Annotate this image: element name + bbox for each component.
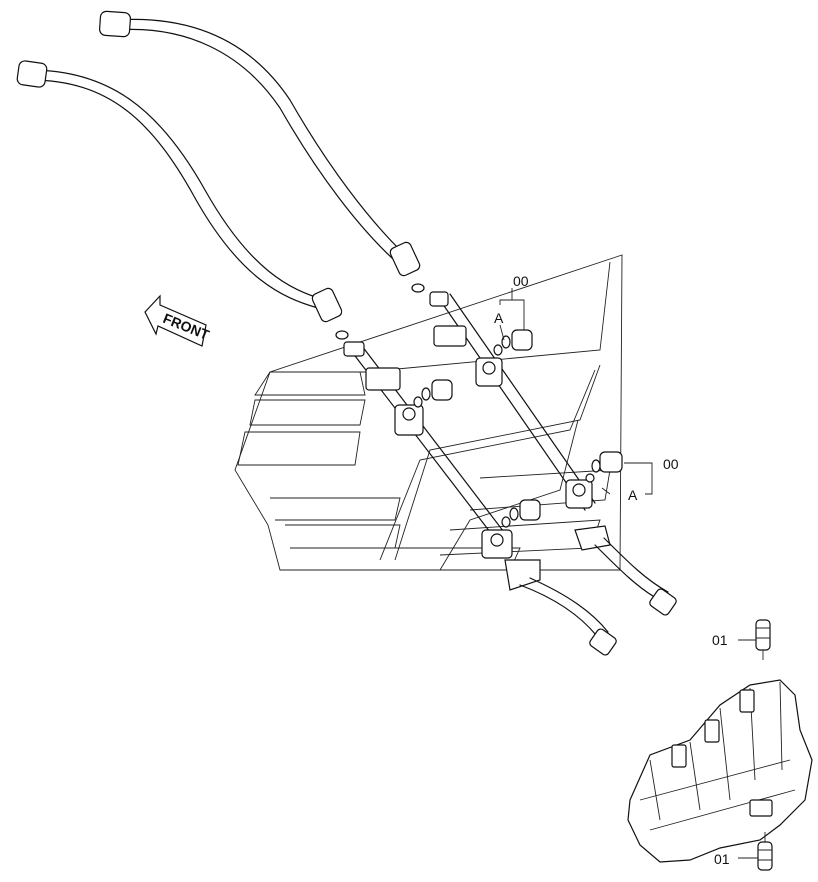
plug-cap — [493, 329, 533, 356]
pipe-assembly-left — [343, 341, 617, 656]
callout-label-A: A — [628, 487, 638, 503]
callout-00-upper: 00 A — [494, 273, 529, 341]
plug-cap — [501, 499, 541, 528]
callout-label-01: 01 — [714, 851, 730, 867]
control-valve — [627, 679, 813, 863]
machine-body-outline — [234, 254, 623, 571]
callout-label-A: A — [494, 310, 504, 326]
o-ring — [335, 330, 349, 340]
hose-left — [16, 60, 343, 323]
front-arrow-icon: FRONT — [144, 294, 212, 347]
pipe-assembly-right — [429, 291, 677, 616]
plug-cap — [585, 451, 623, 483]
relief-valve-bottom: 01 — [714, 832, 773, 871]
callout-label-00: 00 — [663, 456, 679, 472]
plug-cap — [413, 379, 453, 408]
callout-label-01: 01 — [712, 632, 728, 648]
o-ring — [411, 283, 425, 293]
callout-00-lower: 00 A — [601, 456, 679, 503]
hose-right — [99, 10, 421, 277]
relief-valve-top: 01 — [712, 619, 771, 660]
callout-label-00: 00 — [513, 273, 529, 289]
